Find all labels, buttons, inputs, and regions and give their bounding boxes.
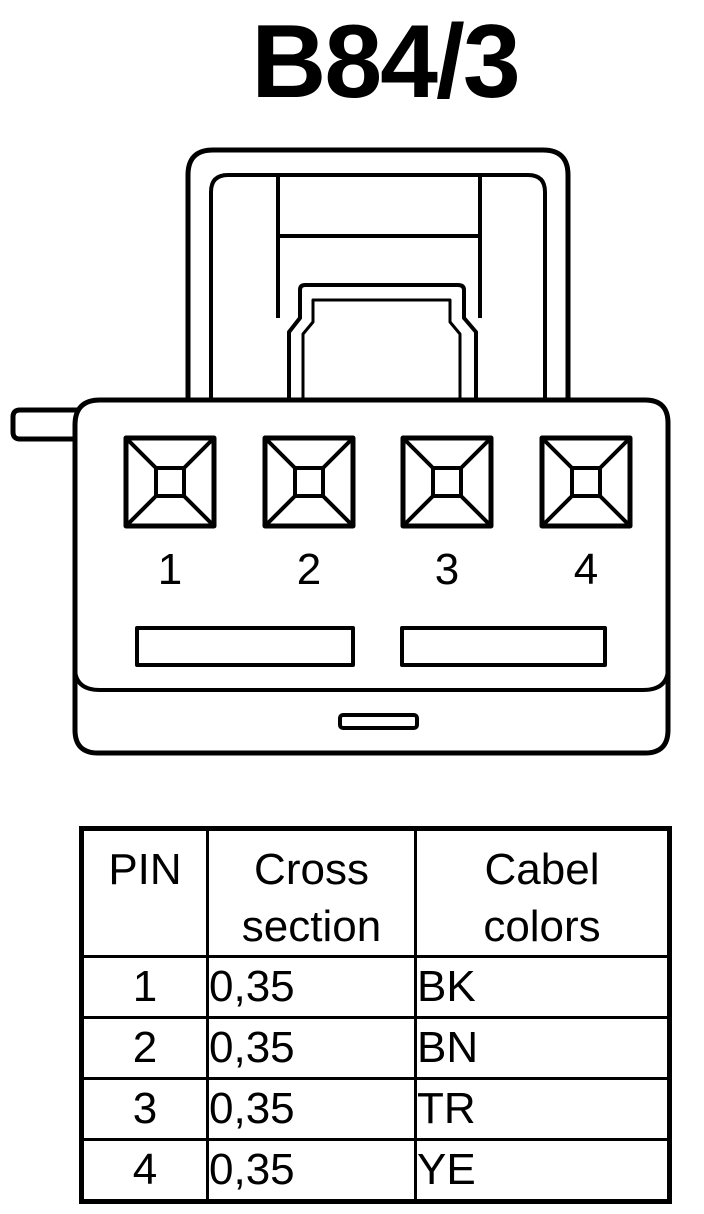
table-row: 2 0,35 BN <box>80 1016 671 1081</box>
coding-rib-right <box>400 626 607 667</box>
latch-outer <box>185 147 571 400</box>
cell-pin: 3 <box>80 1077 209 1142</box>
cell-color: YE <box>414 1138 671 1204</box>
pin-cavity-1 <box>123 435 217 529</box>
connector-title: B84/3 <box>251 4 521 120</box>
cell-pin: 4 <box>80 1138 209 1204</box>
cell-color: BK <box>414 955 671 1020</box>
coding-rib-left <box>135 626 355 667</box>
cell-pin: 1 <box>80 955 209 1020</box>
table-header-row: PIN Cross section Cabel colors <box>80 826 671 959</box>
pin-table: PIN Cross section Cabel colors 1 0,35 BK… <box>79 826 672 1205</box>
cell-cross-section: 0,35 <box>206 955 417 1020</box>
pin-label-3: 3 <box>435 545 459 594</box>
cell-color: TR <box>414 1077 671 1142</box>
pin-label-4: 4 <box>574 545 598 594</box>
latch-inner <box>209 173 547 400</box>
header-cable-colors: Cabel colors <box>414 826 671 959</box>
table-row: 4 0,35 YE <box>80 1138 671 1204</box>
connector-drawing: 1 2 3 4 <box>10 147 671 756</box>
cell-cross-section: 0,35 <box>206 1077 417 1142</box>
header-cross-section: Cross section <box>206 826 417 959</box>
cell-color: BN <box>414 1016 671 1081</box>
table-row: 3 0,35 TR <box>80 1077 671 1142</box>
cell-pin: 2 <box>80 1016 209 1081</box>
bottom-slot <box>338 713 419 730</box>
pin-cavity-2 <box>262 435 356 529</box>
cell-cross-section: 0,35 <box>206 1016 417 1081</box>
pin-cavity-3 <box>400 435 494 529</box>
header-pin: PIN <box>80 826 209 959</box>
table-row: 1 0,35 BK <box>80 955 671 1020</box>
pin-cavity-4 <box>539 435 633 529</box>
side-tab <box>10 407 80 442</box>
cell-cross-section: 0,35 <box>206 1138 417 1204</box>
pin-label-2: 2 <box>297 545 321 594</box>
pin-label-1: 1 <box>158 545 182 594</box>
